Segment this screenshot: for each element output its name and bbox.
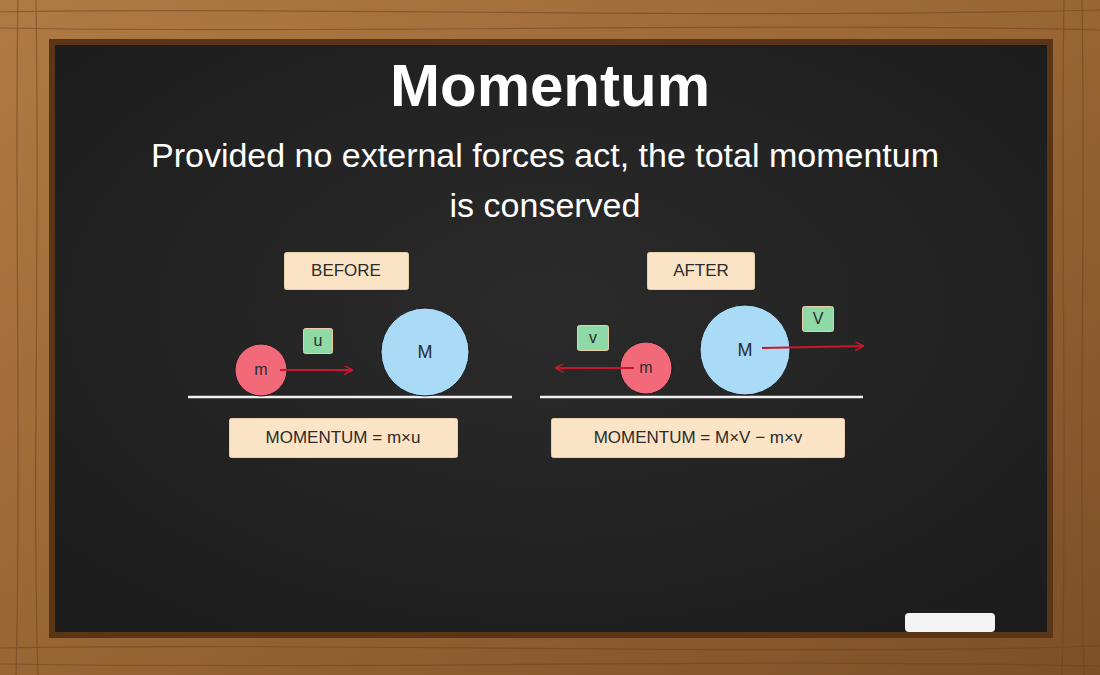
title: Momentum — [250, 48, 850, 124]
box-text: BEFORE — [311, 261, 381, 281]
large-mass-ball: M — [699, 304, 791, 396]
mass-label: M — [418, 342, 433, 363]
small-mass-ball: m — [619, 341, 673, 395]
box-text: MOMENTUM = m×u — [266, 428, 421, 448]
box-text: V — [813, 310, 824, 328]
box-fill — [552, 419, 845, 458]
stage-label-box: AFTER — [647, 252, 755, 290]
ball-fill — [700, 305, 790, 395]
velocity-arrow — [762, 346, 863, 348]
velocity-label-box: u — [303, 328, 333, 354]
small-mass-ball: m — [234, 343, 288, 397]
momentum-equation-box: MOMENTUM = M×V − m×v — [551, 418, 845, 458]
ball-fill — [620, 342, 672, 394]
box-text: u — [314, 332, 323, 350]
box-fill — [304, 329, 333, 354]
ground-line — [188, 396, 512, 399]
box-text: AFTER — [673, 261, 729, 281]
box-fill — [648, 253, 755, 290]
ground-line — [540, 396, 863, 399]
mass-label: m — [254, 361, 267, 379]
mass-label: M — [738, 340, 753, 361]
momentum-equation-box: MOMENTUM = m×u — [229, 418, 458, 458]
mass-label: m — [639, 359, 652, 377]
subtitle-statement: Provided no external forces act, the tot… — [145, 130, 945, 230]
velocity-arrow — [280, 369, 352, 371]
velocity-label-box: v — [577, 325, 609, 351]
chalk-piece — [905, 613, 995, 632]
large-mass-ball: M — [380, 307, 470, 397]
frame-inner-edge — [52, 42, 1050, 635]
box-fill — [284, 253, 408, 290]
stage-label-box: BEFORE — [284, 252, 409, 290]
box-fill — [803, 307, 834, 332]
ball-fill — [235, 344, 287, 396]
board-surface — [55, 45, 1047, 632]
box-fill — [578, 326, 609, 351]
box-fill — [229, 419, 457, 458]
velocity-arrow — [556, 367, 634, 369]
box-text: MOMENTUM = M×V − m×v — [594, 428, 803, 448]
ball-fill — [381, 308, 469, 396]
box-text: v — [589, 329, 597, 347]
velocity-label-box: V — [802, 306, 834, 332]
